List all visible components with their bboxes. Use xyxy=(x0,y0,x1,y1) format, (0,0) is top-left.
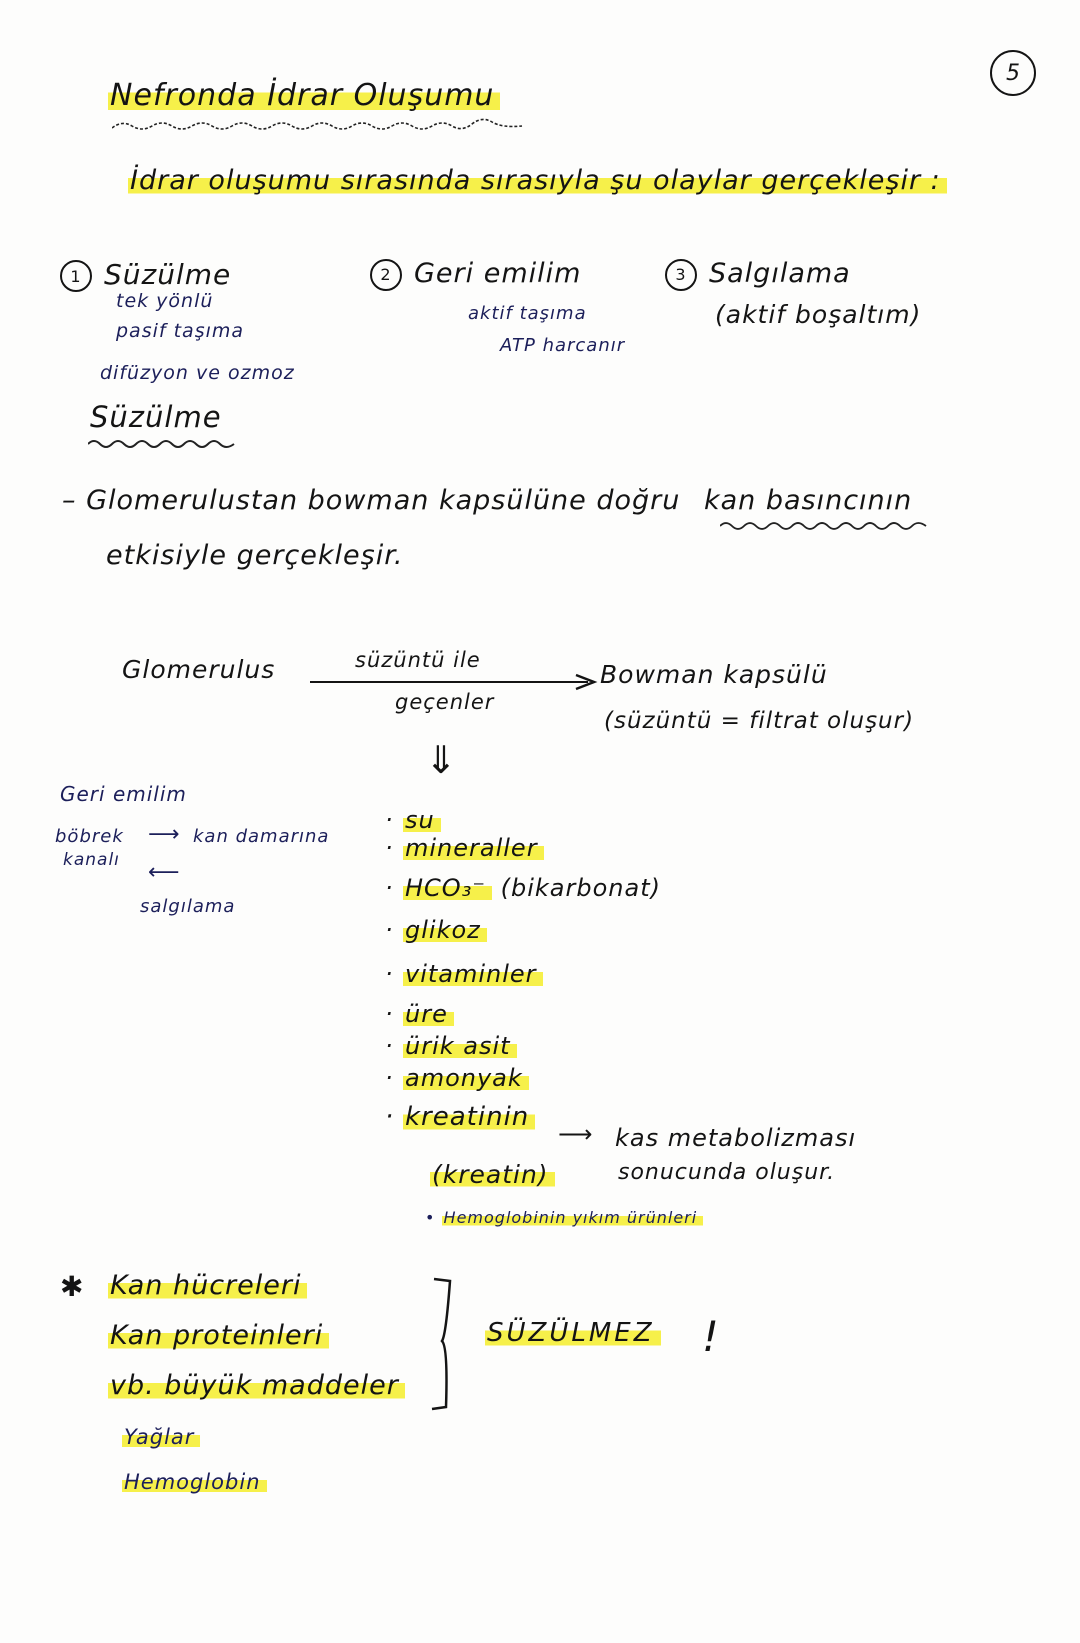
diagram-right-arrow xyxy=(310,673,598,691)
diagram-target-note: (süzüntü = filtrat oluşur) xyxy=(604,708,915,734)
list-item-suffix: (bikarbonat) xyxy=(491,874,661,902)
left-arrow-icon: ⟵ xyxy=(148,860,180,885)
not-filtered-item-text: Kan hücreleri xyxy=(108,1270,308,1301)
not-filtered-extra-text: Yağlar xyxy=(122,1425,201,1449)
kreatinin-note-line-2: sonucunda oluşur. xyxy=(618,1160,836,1185)
kreatin-paren: (kreatin) xyxy=(430,1160,555,1189)
diagram-arrow-label-bottom: geçenler xyxy=(395,690,495,714)
step-number-badge: 3 xyxy=(665,258,697,291)
list-item: ·mineraller xyxy=(385,834,661,876)
page-number: 5 xyxy=(990,50,1036,96)
filtered-items-list: ·su ·mineraller ·HCO₃⁻ (bikarbonat) ·gli… xyxy=(385,806,661,1138)
diagram-target-bowman: Bowman kapsülü xyxy=(600,660,828,689)
right-arrow-icon: ⟶ xyxy=(558,1120,593,1148)
step-number-badge: 2 xyxy=(370,258,402,291)
list-item-text: kreatinin xyxy=(403,1102,536,1132)
not-filtered-extra-item: Yağlar xyxy=(122,1425,201,1449)
list-item-text: ürik asit xyxy=(403,1032,517,1060)
side-note-kanali: kanalı xyxy=(63,850,120,870)
asterisk-icon: ✱ xyxy=(60,1270,84,1303)
not-filtered-item: Kan hücreleri xyxy=(108,1270,308,1301)
step-3-note: (aktif boşaltım) xyxy=(715,300,922,329)
not-filtered-item-text: Kan proteinleri xyxy=(108,1320,330,1351)
list-item: ·HCO₃⁻ (bikarbonat) xyxy=(385,874,661,902)
page-title: Nefronda İdrar Oluşumu xyxy=(108,78,501,113)
page-number-text: 5 xyxy=(1006,60,1020,86)
list-item-text: amonyak xyxy=(403,1064,529,1092)
list-item: ·su xyxy=(385,806,661,836)
not-filtered-item: Kan proteinleri xyxy=(108,1320,330,1351)
step-number-badge: 1 xyxy=(60,260,92,292)
list-item-text: vitaminler xyxy=(403,960,543,988)
kan-basinci-underline xyxy=(720,522,927,530)
section-heading-underline xyxy=(88,440,235,448)
list-item: ·kreatinin xyxy=(385,1102,661,1138)
down-double-arrow-icon: ⇓ xyxy=(425,738,457,782)
list-item-text: mineraller xyxy=(403,834,544,862)
description-line-1: – Glomerulustan bowman kapsülüne doğru k… xyxy=(62,485,912,516)
description-text: – Glomerulustan bowman kapsülüne doğru xyxy=(62,485,681,516)
step-label: Geri emilim xyxy=(414,258,582,289)
intro-sentence: İdrar oluşumu sırasında sırasıyla şu ola… xyxy=(128,165,947,196)
diagram-arrow-label-top: süzüntü ile xyxy=(355,648,481,672)
diagram-source-glomerulus: Glomerulus xyxy=(122,655,276,684)
kreatin-text: (kreatin) xyxy=(430,1160,555,1189)
not-filtered-item: vb. büyük maddeler xyxy=(108,1370,405,1401)
description-line-2: etkisiyle gerçekleşir. xyxy=(106,540,404,571)
step-1-note: pasif taşıma xyxy=(116,320,245,342)
step-2: 2 Geri emilim xyxy=(370,258,581,291)
hemoglobin-note-text: Hemoglobinin yıkım ürünleri xyxy=(441,1208,704,1227)
title-squiggle-underline xyxy=(112,118,523,130)
list-item: ·amonyak xyxy=(385,1064,661,1104)
side-note-bobrek: böbrek xyxy=(55,826,124,847)
kreatinin-note-line-1: kas metabolizması xyxy=(615,1124,857,1152)
step-1-note: difüzyon ve ozmoz xyxy=(100,362,295,384)
right-arrow-icon: ⟶ xyxy=(148,822,180,847)
step-3: 3 Salgılama xyxy=(665,258,851,291)
step-label: Salgılama xyxy=(709,258,851,289)
step-1-note: tek yönlü xyxy=(116,290,214,312)
page-title-text: Nefronda İdrar Oluşumu xyxy=(108,78,501,113)
intro-text: İdrar oluşumu sırasında sırasıyla şu ola… xyxy=(128,165,947,196)
list-item-text: su xyxy=(403,806,441,834)
list-item-text: glikoz xyxy=(403,916,487,944)
step-2-note: ATP harcanır xyxy=(500,335,626,356)
step-1: 1 Süzülme xyxy=(60,258,231,292)
curly-bracket xyxy=(431,1277,452,1411)
list-item: ·üre xyxy=(385,1000,661,1034)
step-2-note: aktif taşıma xyxy=(468,303,587,324)
not-filtered-item-text: vb. büyük maddeler xyxy=(108,1370,405,1401)
not-filtered-extra-item: Hemoglobin xyxy=(122,1470,267,1494)
description-underlined-text: kan basıncının xyxy=(703,485,913,516)
list-item: ·vitaminler xyxy=(385,960,661,1002)
result-suzulmez: SÜZÜLMEZ xyxy=(485,1318,661,1348)
list-item: ·ürik asit xyxy=(385,1032,661,1066)
result-text: SÜZÜLMEZ xyxy=(485,1318,661,1348)
side-note-title: Geri emilim xyxy=(60,782,187,806)
section-heading: Süzülme xyxy=(90,400,222,434)
list-item-text: üre xyxy=(403,1000,454,1028)
exclamation-mark: ! xyxy=(702,1312,719,1361)
not-filtered-extra-text: Hemoglobin xyxy=(122,1470,267,1494)
side-note-kan-damarina: kan damarına xyxy=(193,826,330,847)
list-item: ·glikoz xyxy=(385,916,661,962)
step-label: Süzülme xyxy=(104,258,232,291)
list-item-text: HCO₃⁻ xyxy=(403,874,492,902)
hemoglobin-note: • Hemoglobinin yıkım ürünleri xyxy=(425,1208,704,1227)
side-note-salgilama: salgılama xyxy=(140,896,236,917)
